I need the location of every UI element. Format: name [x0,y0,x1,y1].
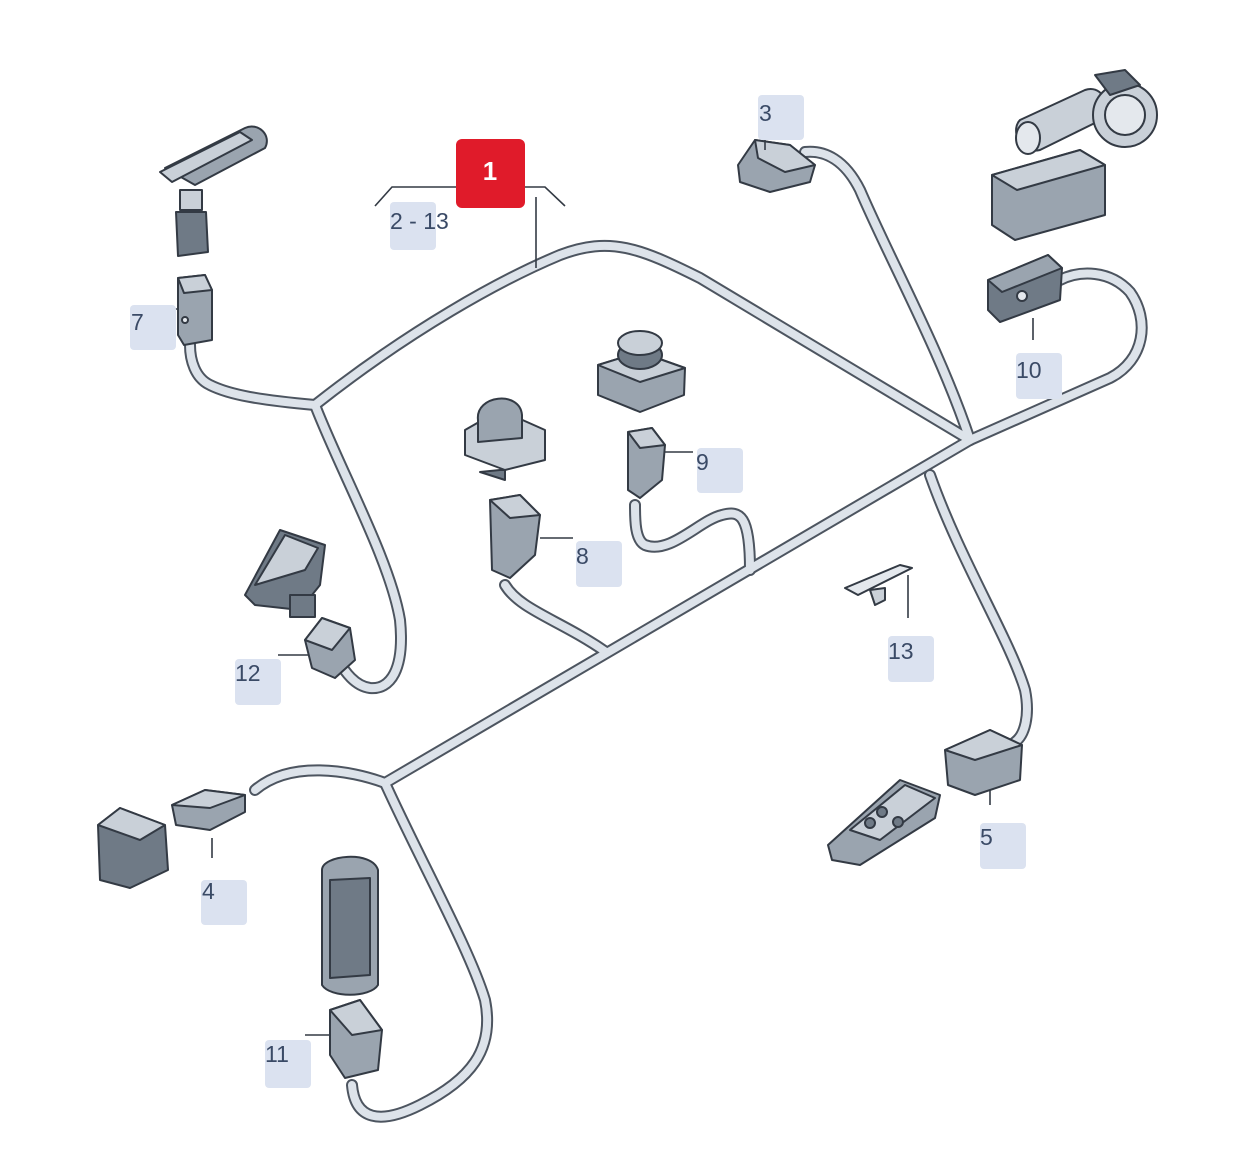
connector-4-icon [171,789,246,831]
callout-8[interactable]: 8 [576,541,622,587]
mirror-switch-icon [597,330,686,413]
callout-3[interactable]: 3 [758,95,804,140]
connector-12-icon [304,617,356,679]
callout-12[interactable]: 12 [235,659,281,705]
switch-12-icon [244,529,326,618]
callout-8-label: 8 [576,543,589,569]
callout-12-label: 12 [235,660,261,686]
callout-9-label: 9 [696,449,709,475]
callout-5[interactable]: 5 [980,823,1026,869]
switch-11-icon [321,855,379,996]
connector-9-icon [627,427,666,499]
main-badge[interactable]: 1 [456,139,525,208]
callout-9[interactable]: 9 [696,448,743,493]
callout-10-label: 10 [1016,357,1042,383]
connector-7-icon [177,274,213,346]
callout-13[interactable]: 13 [888,636,934,682]
callout-5-label: 5 [980,824,993,850]
clip-13-icon [844,564,913,606]
connector-3-icon [737,139,816,193]
callout-4-label: 4 [202,878,215,904]
callout-11-label: 11 [265,1041,289,1067]
connector-8-icon [489,494,541,579]
callout-10[interactable]: 10 [1016,353,1062,399]
main-badge-label: 1 [483,156,497,186]
courtesy-light-icon [827,779,941,866]
callout-13-label: 13 [888,638,914,664]
callout-4[interactable]: 4 [201,878,247,925]
wiring-harness [184,145,1148,1123]
switch-4-icon [97,807,169,889]
window-motor-icon [991,69,1158,241]
connector-10-icon [987,254,1063,323]
callout-11[interactable]: 11 [265,1040,311,1088]
window-switch-icon [464,397,546,481]
callout-range[interactable]: 2 - 13 [390,202,449,250]
callout-range-label: 2 - 13 [390,208,449,234]
callout-3-label: 3 [759,100,772,126]
connector-11-icon [329,999,383,1079]
connector-5-icon [944,729,1023,796]
callout-7-label: 7 [131,309,144,335]
callout-7[interactable]: 7 [130,305,176,350]
door-handle-icon [159,125,268,257]
